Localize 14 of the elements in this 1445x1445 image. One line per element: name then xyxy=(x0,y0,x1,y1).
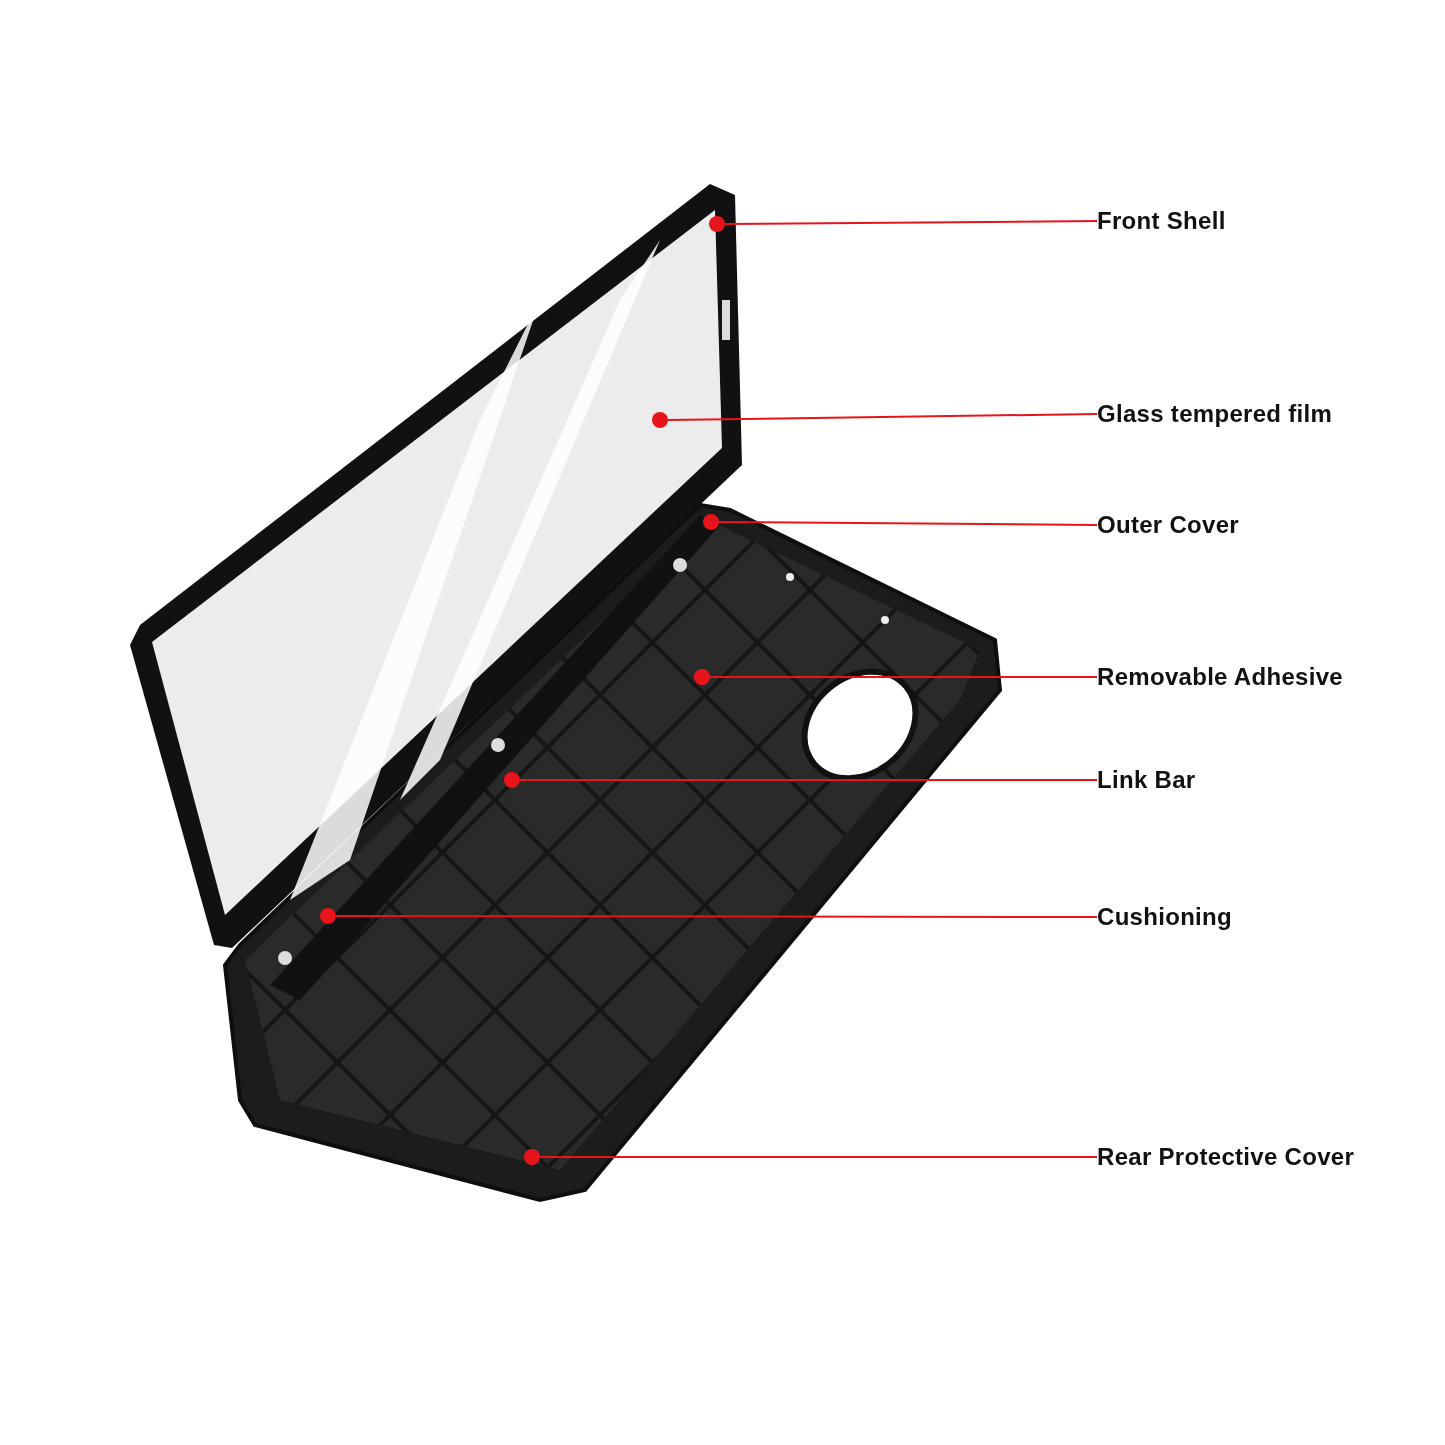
part-label: Cushioning xyxy=(1097,902,1232,932)
part-label: Outer Cover xyxy=(1097,510,1239,540)
leader-line xyxy=(519,779,1098,781)
part-label: Front Shell xyxy=(1097,206,1226,236)
part-label: Rear Protective Cover xyxy=(1097,1142,1355,1172)
part-label: Glass tempered film xyxy=(1097,399,1333,429)
leader-line xyxy=(667,413,1098,421)
part-label: Removable Adhesive xyxy=(1097,662,1343,692)
leader-line xyxy=(718,521,1098,526)
leader-line xyxy=(709,676,1098,678)
leader-line xyxy=(724,220,1098,225)
part-label: Link Bar xyxy=(1097,765,1196,795)
leader-line xyxy=(539,1156,1098,1158)
leader-line xyxy=(335,915,1098,918)
